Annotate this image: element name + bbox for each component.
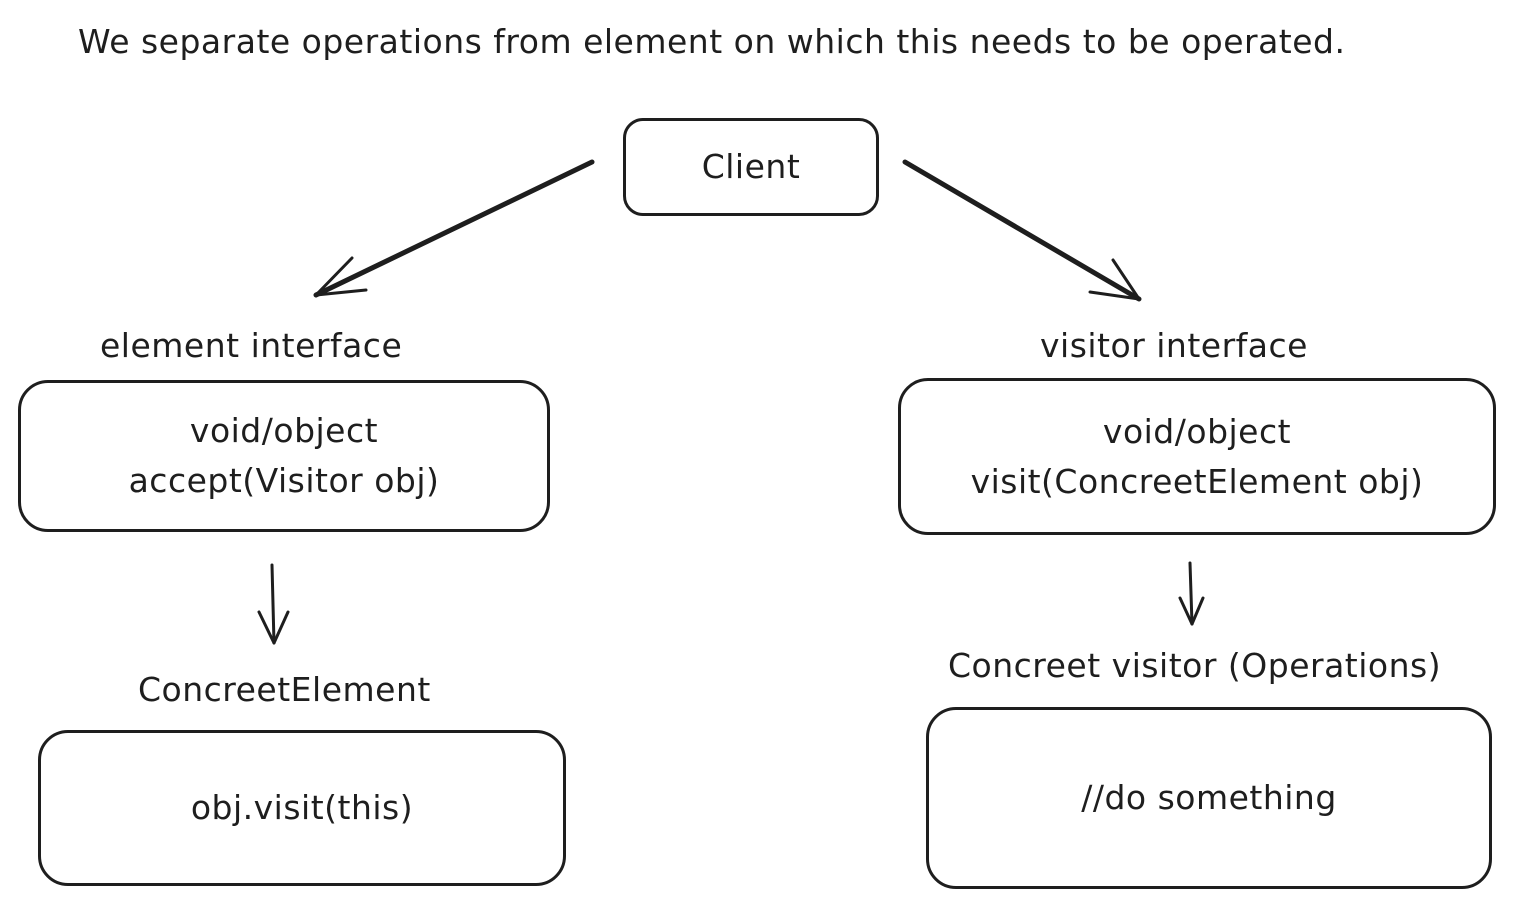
concrete-visitor-body: //do something	[1081, 778, 1337, 817]
element-interface-return-type: void/object	[189, 411, 379, 450]
element-interface-box: void/object accept(Visitor obj)	[18, 380, 550, 532]
client-box: Client	[623, 118, 879, 216]
diagram-title: We separate operations from element on w…	[78, 22, 1346, 61]
arrow-client-to-visitor	[902, 159, 1142, 302]
arrow-client-to-element	[313, 159, 595, 298]
arrow-element-to-concrete	[257, 563, 290, 645]
concrete-element-heading: ConcreetElement	[138, 670, 431, 709]
concrete-element-body: obj.visit(this)	[190, 788, 414, 827]
visitor-interface-heading: visitor interface	[1040, 326, 1308, 365]
concrete-visitor-heading: Concreet visitor (Operations)	[948, 646, 1442, 685]
visitor-interface-box: void/object visit(ConcreetElement obj)	[898, 378, 1496, 535]
arrow-visitor-to-concrete	[1178, 561, 1205, 626]
concrete-visitor-box: //do something	[926, 707, 1492, 889]
visitor-interface-return-type: void/object	[1102, 411, 1292, 451]
visitor-interface-method: visit(ConcreetElement obj)	[970, 461, 1424, 501]
client-label: Client	[701, 147, 801, 186]
element-interface-method: accept(Visitor obj)	[128, 461, 440, 500]
concrete-element-box: obj.visit(this)	[38, 730, 566, 886]
element-interface-heading: element interface	[100, 326, 403, 365]
